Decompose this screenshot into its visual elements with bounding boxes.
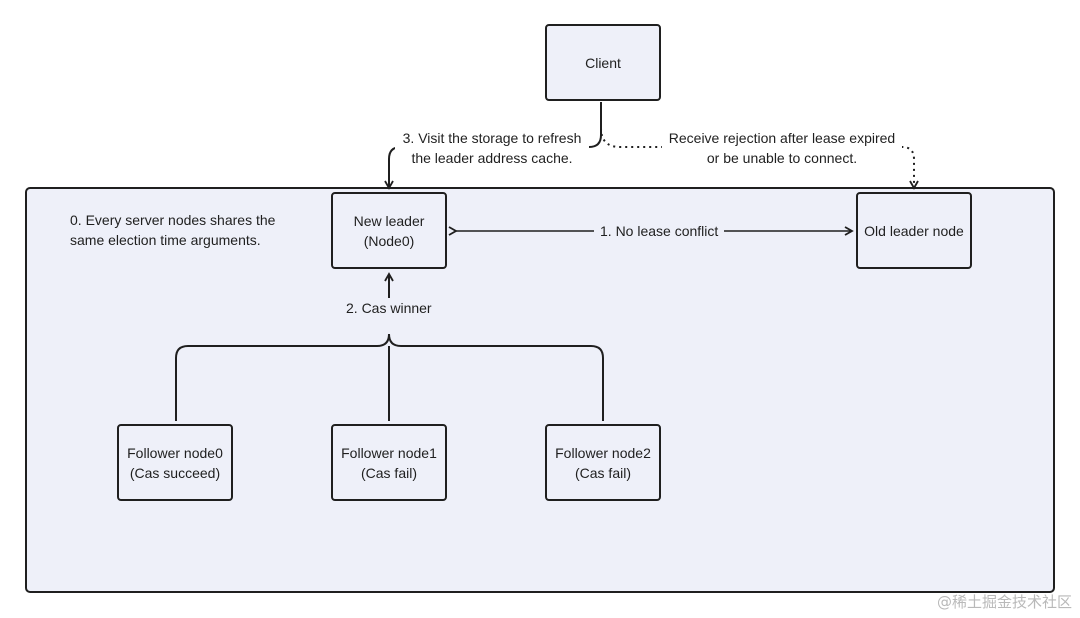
old-leader-label: Old leader node (864, 222, 964, 239)
step1-text: 1. No lease conflict (600, 223, 719, 239)
follower0-status: (Cas succeed) (129, 464, 221, 481)
client-node: Client (545, 24, 661, 101)
step0-line1: 0. Every server nodes shares the (70, 212, 276, 228)
step3-label: 3. Visit the storage to refresh the lead… (395, 128, 589, 168)
follower-node0: Follower node0 (Cas succeed) (117, 424, 233, 501)
step0-note: 0. Every server nodes shares the same el… (70, 210, 275, 250)
follower1-title: Follower node1 (341, 444, 437, 461)
old-leader-node: Old leader node (856, 192, 972, 269)
step3-line2: the leader address cache. (411, 150, 573, 166)
new-leader-node: New leader (Node0) (331, 192, 447, 269)
new-leader-title: New leader (353, 212, 425, 229)
step0-line2: same election time arguments. (70, 232, 261, 248)
rejection-line2: or be unable to connect. (706, 150, 858, 166)
follower2-status: (Cas fail) (574, 464, 631, 481)
step2-label: 2. Cas winner (340, 298, 438, 318)
new-leader-id: (Node0) (363, 232, 415, 249)
follower1-status: (Cas fail) (360, 464, 417, 481)
follower-node1: Follower node1 (Cas fail) (331, 424, 447, 501)
follower2-title: Follower node2 (555, 444, 651, 461)
client-label: Client (585, 54, 621, 71)
follower-node2: Follower node2 (Cas fail) (545, 424, 661, 501)
step1-label: 1. No lease conflict (594, 221, 725, 241)
step3-line1: 3. Visit the storage to refresh (402, 130, 582, 146)
rejection-label: Receive rejection after lease expired or… (662, 128, 902, 168)
watermark: @稀土掘金技术社区 (936, 593, 1072, 611)
follower0-title: Follower node0 (127, 444, 223, 461)
step2-text: 2. Cas winner (346, 300, 432, 316)
rejection-line1: Receive rejection after lease expired (668, 130, 896, 146)
